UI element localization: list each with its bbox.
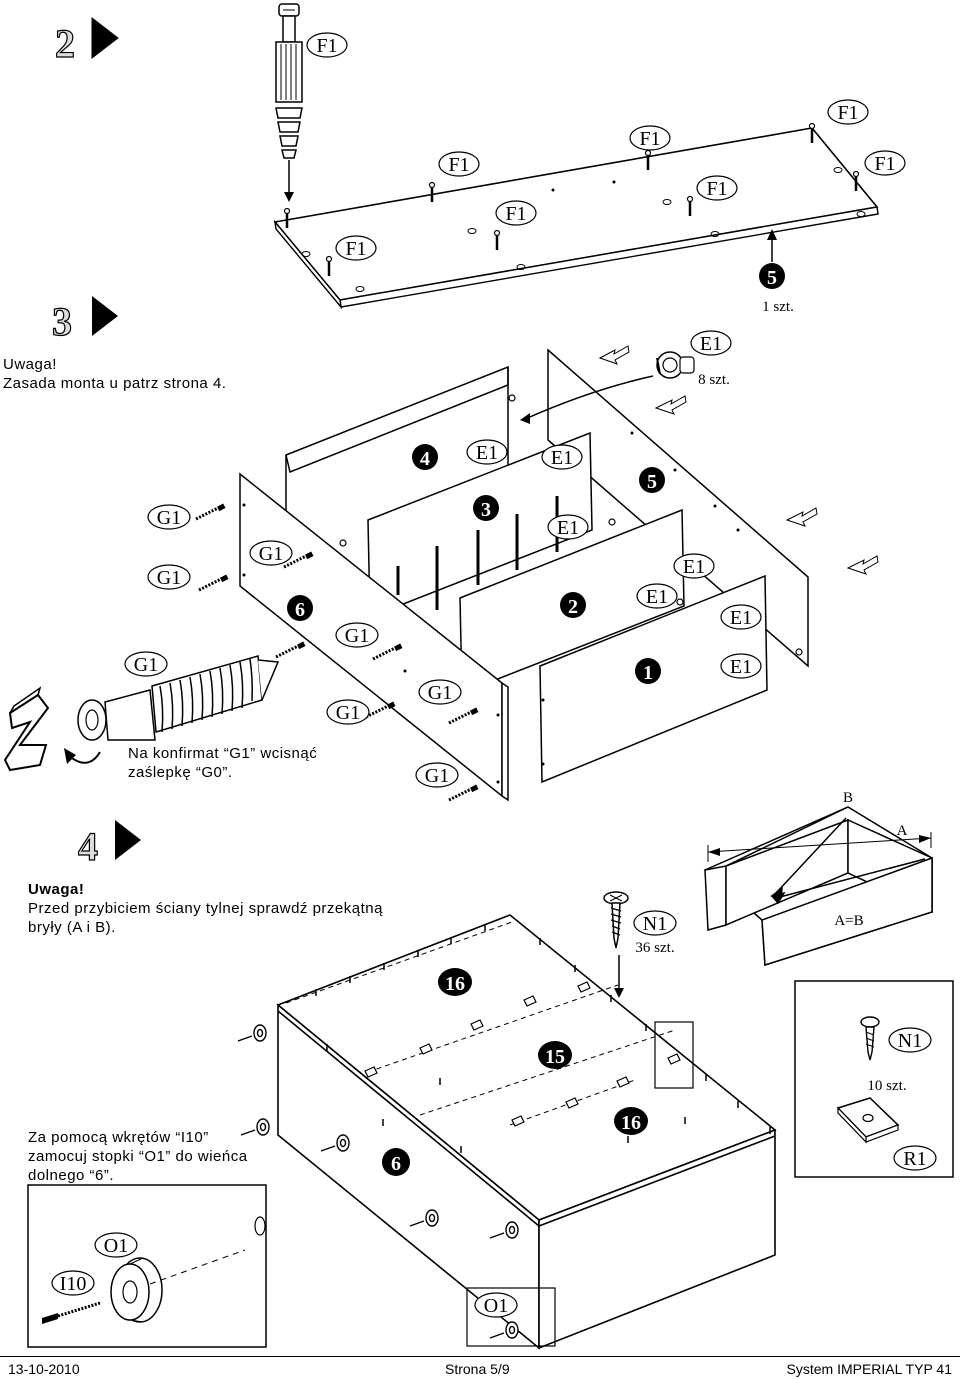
label-b: B: [843, 790, 853, 806]
e1-label: E1: [700, 333, 722, 355]
step-4-number: 4: [78, 824, 98, 869]
panel-badges-step4: 16 15 16 6: [382, 968, 648, 1176]
svg-text:E1: E1: [683, 556, 705, 578]
svg-text:6: 6: [391, 1153, 401, 1175]
step-3-number: 3: [52, 299, 72, 344]
step-2-number: 2: [55, 21, 75, 66]
diagonal-check-diagram: [703, 806, 933, 967]
step-3-marker: 3: [51, 296, 118, 345]
step4-note-title: Uwaga!: [28, 881, 85, 898]
step-4-marker: 4: [77, 820, 141, 870]
e1-labels: E1 E1 E1 E1 E1 E1 E1: [466, 439, 762, 679]
svg-text:G1: G1: [428, 682, 452, 704]
svg-text:G1: G1: [336, 702, 360, 724]
cabinet-step4: [276, 914, 777, 1350]
svg-text:16: 16: [621, 1112, 641, 1134]
svg-text:G1: G1: [157, 507, 181, 529]
step3-note-title: Uwaga!: [3, 356, 57, 373]
dimension-a: [707, 832, 932, 862]
direction-arrows: [598, 345, 879, 575]
feet-note: Za pomocą wkrętów “I10” zamocuj stopki “…: [28, 1129, 248, 1184]
n1-label: N1: [643, 913, 667, 935]
e1-connector-icon: [520, 351, 695, 424]
step-4-arrow-icon: [115, 820, 141, 860]
svg-text:E1: E1: [476, 442, 498, 464]
panel-5-number: 5: [767, 267, 777, 289]
f1-label: F1: [837, 102, 858, 124]
f1-label: F1: [706, 178, 727, 200]
feet-o1: [237, 1024, 519, 1339]
n1-label: N1: [898, 1030, 922, 1052]
svg-text:E1: E1: [646, 586, 668, 608]
svg-text:E1: E1: [551, 447, 573, 469]
f1-label: F1: [448, 154, 469, 176]
label-a: A: [897, 823, 908, 839]
svg-text:G1: G1: [157, 567, 181, 589]
f1-label: F1: [316, 35, 337, 57]
r1-detail-box: N1 10 szt. R1: [794, 980, 954, 1178]
count-1-szt: 1 szt.: [762, 299, 794, 315]
footer-page: Strona 5/9: [445, 1361, 510, 1377]
svg-text:1: 1: [643, 662, 653, 684]
o1-label: O1: [484, 1295, 508, 1317]
svg-text:2: 2: [568, 596, 578, 618]
count-8-szt: 8 szt.: [698, 372, 730, 388]
f1-label: F1: [639, 128, 660, 150]
step4-note: Uwaga! Przed przybiciem ściany tylnej sp…: [28, 881, 383, 936]
footer-system: System IMPERIAL TYP 41: [786, 1361, 952, 1377]
panel-5-badge: [759, 263, 785, 289]
svg-text:E1: E1: [730, 656, 752, 678]
svg-text:G1: G1: [425, 765, 449, 787]
foot-detail-box: O1 I10: [27, 1184, 267, 1348]
svg-text:E1: E1: [730, 607, 752, 629]
svg-text:G1: G1: [259, 543, 283, 565]
g1-confirmat-screw-icon: [3, 655, 280, 772]
page-footer: 13-10-2010 Strona 5/9 System IMPERIAL TY…: [0, 1356, 960, 1379]
n1-nail-icon: [603, 891, 629, 998]
count-36-szt: 36 szt.: [635, 940, 674, 956]
top-board-step2: [273, 122, 879, 310]
svg-text:15: 15: [545, 1046, 565, 1068]
svg-text:5: 5: [647, 471, 657, 493]
count-10-szt: 10 szt.: [867, 1078, 906, 1094]
o1-label: O1: [104, 1235, 128, 1257]
i10-label: I10: [60, 1273, 87, 1295]
f1-confirmat-screw-icon: [275, 3, 303, 202]
svg-text:G1: G1: [345, 625, 369, 647]
g1-labels: G1 G1 G1 G1 G1 G1 G1 G1: [124, 504, 462, 788]
step-3-arrow-icon: [92, 296, 118, 336]
f1-label: F1: [505, 203, 526, 225]
svg-text:E1: E1: [557, 517, 579, 539]
svg-text:16: 16: [445, 973, 465, 995]
svg-text:6: 6: [295, 599, 305, 621]
step-2-marker: 2: [54, 16, 119, 67]
step-2-arrow-icon: [92, 18, 118, 58]
r1-label: R1: [903, 1148, 926, 1170]
svg-text:4: 4: [420, 448, 430, 470]
footer-date: 13-10-2010: [8, 1361, 80, 1377]
g1-cap-note: Na konfirmat “G1” wcisnąć zaślepkę “G0”.: [128, 745, 318, 781]
svg-text:G1: G1: [134, 654, 158, 676]
f1-label: F1: [345, 238, 366, 260]
f1-label: F1: [874, 153, 895, 175]
svg-text:3: 3: [481, 499, 491, 521]
step3-note: Uwaga! Zasada monta u patrz strona 4.: [3, 355, 226, 393]
f1-labels: F1 F1 F1 F1 F1 F1 F1 F1: [306, 32, 906, 261]
label-a-equals-b: A=B: [834, 913, 863, 929]
panel-badges-step3: 4 3 5 2 6 1: [287, 444, 665, 684]
step3-note-text: Zasada monta u patrz strona 4.: [3, 375, 227, 392]
